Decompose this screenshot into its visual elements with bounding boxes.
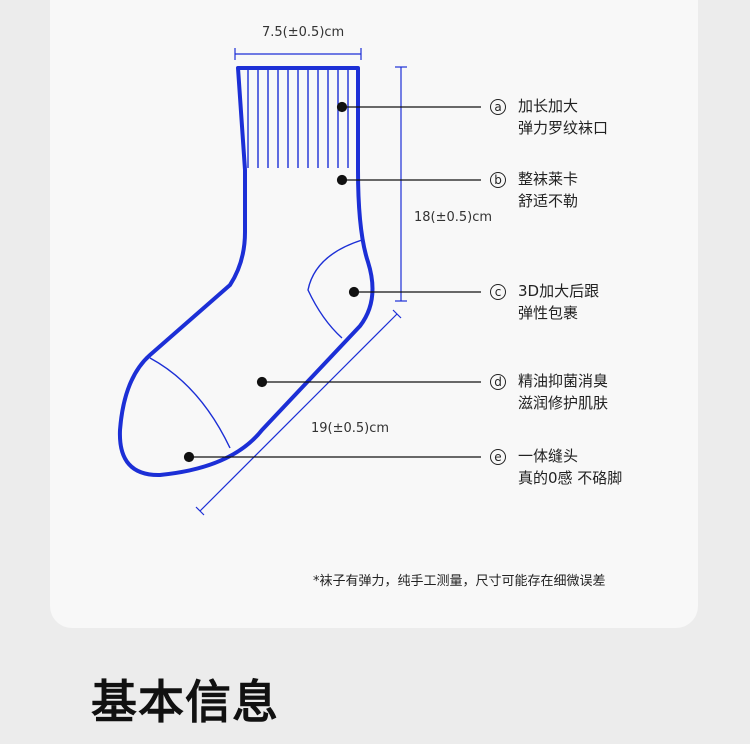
- callout-line2: 真的0感 不硌脚: [518, 469, 623, 487]
- length-measure-label: 19(±0.5)cm: [311, 421, 390, 436]
- measurement-note: *袜子有弹力，纯手工测量，尺寸可能存在细微误差: [313, 574, 606, 589]
- height-dimension: [395, 66, 407, 302]
- callout-badge: c: [490, 284, 506, 300]
- callout-badge: e: [490, 449, 506, 465]
- callout-line1: 3D加大后跟: [518, 282, 600, 300]
- callout-line1: 一体缝头: [518, 447, 579, 465]
- callout-badge: d: [490, 374, 506, 390]
- rib-lines: [247, 70, 349, 168]
- heel-line: [307, 239, 363, 339]
- callout-line2: 弹性包裹: [518, 304, 579, 322]
- section-title: 基本信息: [91, 675, 279, 729]
- callout-dot: [336, 174, 348, 186]
- callout-dot: [256, 376, 268, 388]
- toe-line: [149, 357, 231, 449]
- width-measure-label: 7.5(±0.5)cm: [262, 25, 345, 40]
- callout-line1: 整袜莱卡: [518, 170, 579, 188]
- callout-line1: 精油抑菌消臭: [518, 372, 609, 390]
- callout-dot: [183, 451, 195, 463]
- width-dimension: [234, 48, 362, 60]
- sock-diagram-card: [50, 0, 698, 628]
- callout-dot: [348, 286, 360, 298]
- callout-dot: [336, 101, 348, 113]
- callout-badge: b: [490, 172, 506, 188]
- height-measure-label: 18(±0.5)cm: [414, 210, 493, 225]
- callout-line2: 舒适不勒: [518, 192, 579, 210]
- length-dimension: [195, 309, 402, 516]
- callout-line2: 滋润修护肌肤: [518, 394, 609, 412]
- callout-line2: 弹力罗纹袜口: [518, 119, 609, 137]
- callout-line1: 加长加大: [518, 97, 579, 115]
- callout-badge: a: [490, 99, 506, 115]
- sock-outline: [117, 66, 375, 478]
